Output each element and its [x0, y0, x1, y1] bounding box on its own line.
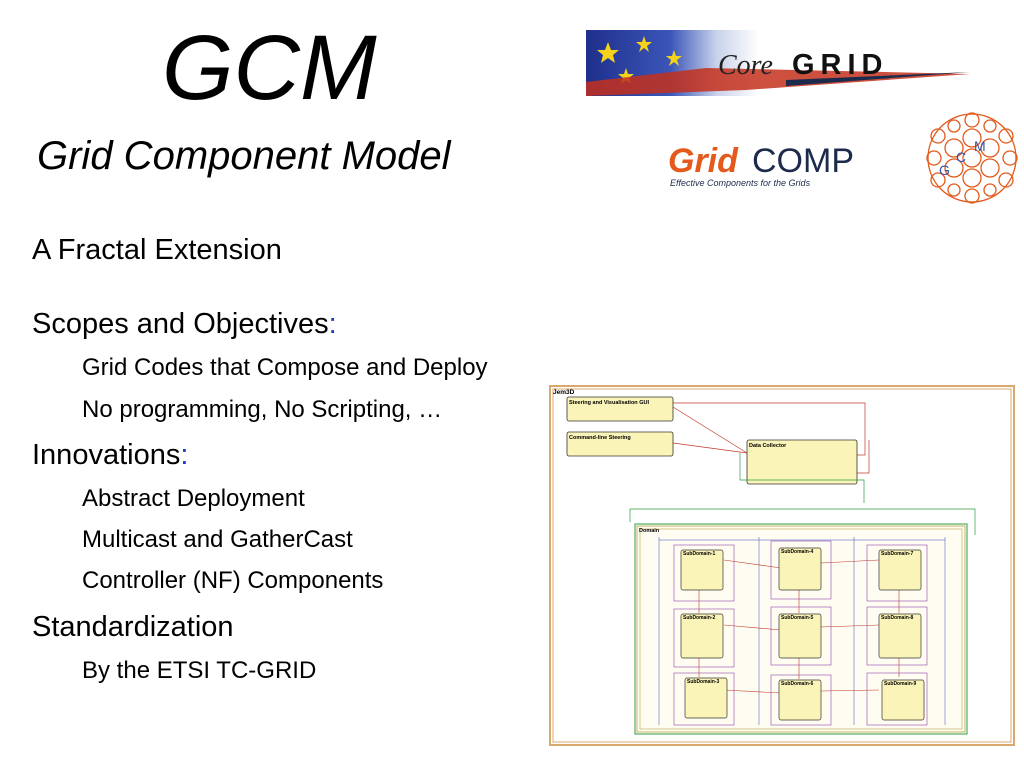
subdomain-9: [881, 679, 925, 721]
subbullet-grid-codes: Grid Codes that Compose and Deploy: [82, 354, 488, 381]
bullet-colon: :: [328, 308, 337, 340]
jem3d-label: Jem3D: [553, 389, 575, 396]
subdomain-label: SubDomain-3: [687, 679, 719, 685]
bullet-fractal-extension: A Fractal Extension: [32, 234, 282, 266]
steering-gui-label: Steering and Visualisation GUI: [569, 400, 649, 406]
data-collector-component: [746, 439, 858, 485]
subdomain-6: [778, 679, 822, 721]
subdomain-5: [778, 613, 822, 659]
gridcomp-logo: Grid COMP Effective Components for the G…: [668, 112, 1018, 204]
gridcomp-tagline: Effective Components for the Grids: [670, 178, 811, 188]
coregrid-core-text: Core: [718, 50, 773, 81]
gcm-sphere-icon: [926, 112, 1018, 204]
gcm-letter-c: C: [956, 149, 966, 165]
subdomain-7: [878, 549, 922, 591]
slide-subtitle: Grid Component Model: [37, 134, 451, 178]
subdomain-label: SubDomain-1: [683, 551, 715, 557]
bullet-colon: :: [180, 439, 189, 471]
bullet-scopes: Scopes and Objectives:: [32, 308, 337, 340]
gridcomp-comp-text: COMP: [752, 142, 854, 180]
steering-gui-component: [566, 396, 674, 422]
data-collector-label: Data Collector: [749, 443, 787, 449]
slide-title: GCM: [162, 17, 377, 119]
subbullet-controller: Controller (NF) Components: [82, 567, 384, 594]
subdomain-label: SubDomain-4: [781, 549, 813, 555]
subbullet-abstract-deployment: Abstract Deployment: [82, 485, 305, 512]
gcm-letter-m: M: [974, 138, 986, 154]
subdomain-2: [680, 613, 724, 659]
subdomain-label: SubDomain-6: [781, 681, 813, 687]
cmdline-steering-component: [566, 431, 674, 457]
gcm-letter-g: G: [939, 162, 950, 178]
bullet-standardization: Standardization: [32, 611, 234, 643]
subdomain-3: [684, 677, 728, 719]
subdomain-4: [778, 547, 822, 591]
bullet-innovations: Innovations:: [32, 439, 189, 471]
component-diagram: Jem3D Steering and Visualisation GUI Com…: [549, 385, 1015, 746]
subdomain-label: SubDomain-9: [884, 681, 916, 687]
subbullet-no-programming: No programming, No Scripting, …: [82, 396, 443, 423]
cmdline-steering-label: Command-line Steering: [569, 435, 631, 441]
coregrid-logo: Core GRID: [586, 30, 970, 96]
coregrid-grid-text: GRID: [792, 49, 889, 81]
subbullet-multicast: Multicast and GatherCast: [82, 526, 353, 553]
subdomain-1: [680, 549, 724, 591]
subdomain-label: SubDomain-5: [781, 615, 813, 621]
gridcomp-grid-text: Grid: [668, 142, 739, 180]
subdomain-8: [878, 613, 922, 659]
domain-label: Domain: [639, 528, 660, 534]
subbullet-etsi: By the ETSI TC-GRID: [82, 657, 317, 684]
subdomain-label: SubDomain-2: [683, 615, 715, 621]
subdomain-label: SubDomain-7: [881, 551, 913, 557]
subdomain-label: SubDomain-8: [881, 615, 913, 621]
